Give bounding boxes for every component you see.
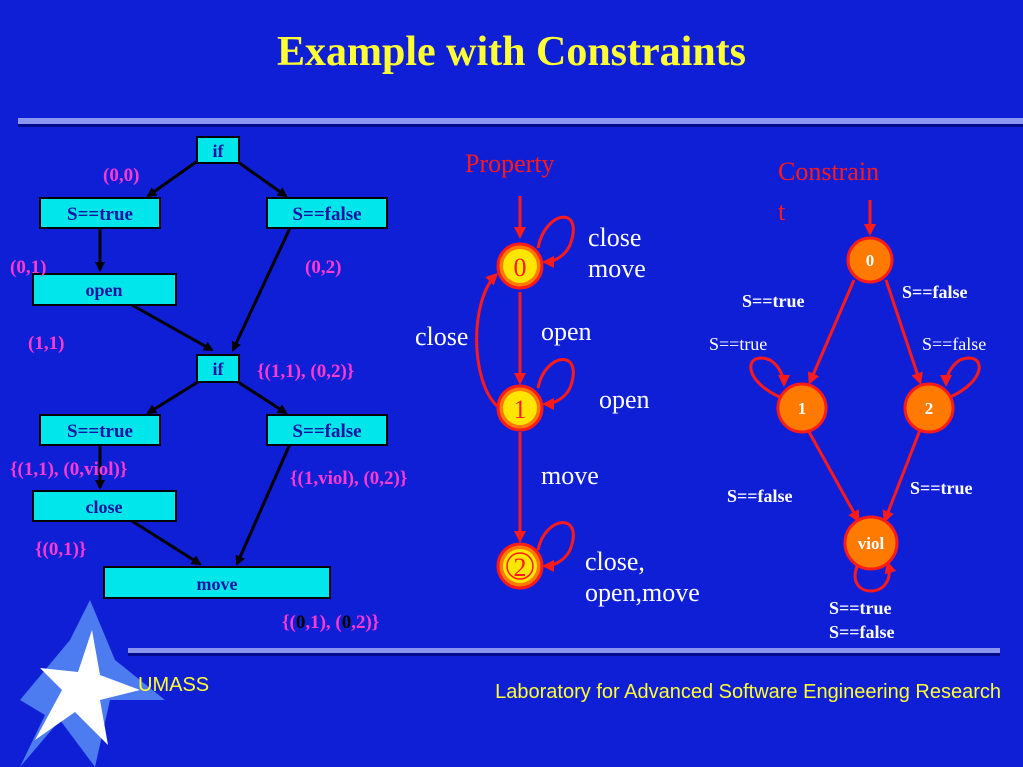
property-label-open-loop: open bbox=[599, 385, 650, 414]
svg-text:0: 0 bbox=[514, 253, 527, 282]
svg-text:S==true: S==true bbox=[67, 204, 133, 225]
if-node-2: if bbox=[196, 354, 240, 383]
flowchart: if S==true S==false open if S==true S==f… bbox=[10, 136, 407, 633]
property-title: Property bbox=[465, 149, 555, 178]
property-label-open-move: open,move bbox=[585, 578, 700, 607]
label-0-2: (0,2) bbox=[305, 257, 341, 278]
property-state-1: 1 bbox=[496, 384, 544, 432]
svg-text:if: if bbox=[213, 141, 225, 161]
constraint-title-line2: t bbox=[778, 197, 786, 226]
condition-false-node-1: S==false bbox=[266, 197, 388, 229]
constraint-title-line1: Constrain bbox=[778, 157, 879, 186]
svg-text:2: 2 bbox=[925, 399, 934, 418]
svg-text:S==false: S==false bbox=[292, 421, 361, 442]
svg-text:open: open bbox=[85, 280, 122, 300]
constraint-fsm: Constrain t 0 1 2 viol S==true S==false … bbox=[709, 157, 986, 642]
label-set-final: {(0,1), (0,2)} bbox=[282, 612, 379, 633]
label-set-close: {(1,1), (0,viol)} bbox=[10, 459, 127, 480]
label-0-1: (0,1) bbox=[10, 257, 46, 278]
label-set-move: {(0,1)} bbox=[35, 539, 86, 560]
label-1-1: (1,1) bbox=[28, 333, 64, 354]
constraint-label-1-loop: S==true bbox=[709, 334, 767, 354]
constraint-state-0: 0 bbox=[846, 236, 894, 284]
property-label-close: close bbox=[588, 223, 641, 252]
property-label-close-back: close bbox=[415, 322, 468, 351]
if-node-1: if bbox=[196, 136, 240, 164]
svg-text:0: 0 bbox=[866, 251, 875, 270]
slide-title: Example with Constraints bbox=[276, 29, 747, 75]
constraint-label-2-loop: S==false bbox=[922, 334, 986, 354]
property-label-open: open bbox=[541, 317, 592, 346]
property-state-2: 2 bbox=[496, 542, 544, 590]
condition-true-node-1: S==true bbox=[39, 197, 161, 229]
title-divider bbox=[18, 118, 1023, 127]
property-fsm: Property 0 1 2 close move open close ope… bbox=[415, 149, 700, 607]
property-label-move: move bbox=[588, 254, 646, 283]
svg-text:1: 1 bbox=[514, 395, 527, 424]
open-node: open bbox=[32, 273, 177, 306]
label-0-0: (0,0) bbox=[103, 165, 139, 186]
footer-org-label: UMASS bbox=[138, 674, 210, 696]
footer-lab-label: Laboratory for Advanced Software Enginee… bbox=[495, 681, 1001, 703]
constraint-label-0-1: S==true bbox=[742, 291, 805, 311]
label-set-if2: {(1,1), (0,2)} bbox=[257, 361, 354, 382]
constraint-state-1: 1 bbox=[776, 382, 828, 434]
label-set-false: {(1,viol), (0,2)} bbox=[290, 468, 407, 489]
footer-divider bbox=[128, 648, 1000, 656]
close-node: close bbox=[32, 490, 177, 522]
property-label-move-1-2: move bbox=[541, 461, 599, 490]
svg-text:1: 1 bbox=[798, 399, 807, 418]
condition-true-node-2: S==true bbox=[39, 414, 161, 446]
svg-text:close: close bbox=[86, 497, 123, 517]
svg-text:move: move bbox=[197, 574, 238, 594]
svg-text:S==true: S==true bbox=[67, 421, 133, 442]
constraint-state-2: 2 bbox=[903, 382, 955, 434]
constraint-state-viol: viol bbox=[843, 515, 899, 571]
svg-text:viol: viol bbox=[858, 534, 885, 553]
constraint-label-1-viol: S==false bbox=[727, 486, 793, 506]
umass-logo-icon bbox=[20, 600, 165, 767]
constraint-label-viol-true: S==true bbox=[829, 598, 892, 618]
svg-text:if: if bbox=[213, 359, 225, 379]
property-state-0: 0 bbox=[496, 242, 544, 290]
constraint-label-0-2: S==false bbox=[902, 282, 968, 302]
svg-text:2: 2 bbox=[514, 553, 527, 582]
move-node: move bbox=[103, 566, 331, 599]
condition-false-node-2: S==false bbox=[266, 414, 388, 446]
svg-text:S==false: S==false bbox=[292, 204, 361, 225]
property-label-close-comma: close, bbox=[585, 547, 645, 576]
constraint-label-2-viol: S==true bbox=[910, 478, 973, 498]
constraint-label-viol-false: S==false bbox=[829, 622, 895, 642]
